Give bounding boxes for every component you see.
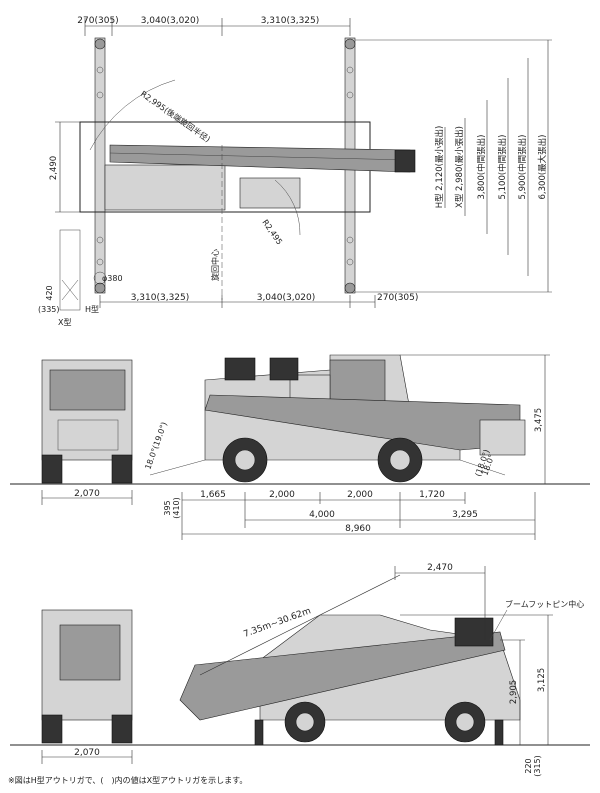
dim-d4: 1,720 xyxy=(419,490,445,500)
ground-clearance2: (410) xyxy=(172,497,181,519)
dim-d2: 2,000 xyxy=(269,490,295,500)
bottom-dim2: (315) xyxy=(533,755,542,777)
span-mid-1: 3,800(中間張出) xyxy=(476,135,487,200)
front-width-travel: 2,070 xyxy=(74,489,100,499)
outrigger-front xyxy=(94,37,106,294)
height-travel: 3,475 xyxy=(534,408,544,432)
center-label: 旋回中心 xyxy=(210,249,220,281)
radius-small-arc xyxy=(274,179,301,236)
radius-small-label: R2,495 xyxy=(260,218,284,246)
pad-diameter: φ380 xyxy=(102,274,123,283)
pin-height: 2,905 xyxy=(509,680,519,704)
front-view-travel xyxy=(41,359,133,484)
total-height-work: 3,125 xyxy=(537,668,547,692)
dim-width-total: 2,490 xyxy=(49,156,59,180)
h-type-label: H型 xyxy=(85,305,99,314)
dim-top-mid: 3,040(3,020) xyxy=(141,16,200,26)
x-type-inset: 420 (335) φ380 X型 H型 xyxy=(38,229,123,327)
span-x-min: X型 2,980(最小張出) xyxy=(454,126,465,208)
span-mid-3: 5,900(中間張出) xyxy=(517,135,528,200)
radius-rear-label: R2,995(後端旋回半径) xyxy=(139,88,212,144)
dim-d3: 2,000 xyxy=(347,490,373,500)
engine-deck xyxy=(104,164,226,211)
top-view: 270(305) 3,040(3,020) 3,310(3,325) 2,490 xyxy=(38,16,552,327)
dim-d1: 1,665 xyxy=(200,490,226,500)
wheelbase: 4,000 xyxy=(309,510,335,520)
span-h-min: H型 2,120(最小張出) xyxy=(434,126,445,209)
footnote: ※図はH型アウトリガで、( )内の値はX型アウトリガを示します。 xyxy=(8,776,248,785)
boom-offset: 2,470 xyxy=(427,563,453,573)
span-mid-2: 5,100(中間張出) xyxy=(497,135,508,200)
outrigger-span-dims: H型 2,120(最小張出) X型 2,980(最小張出) 3,800(中間張出… xyxy=(355,39,552,293)
side-vehicle-work xyxy=(179,614,521,746)
x-inset-dim2: (335) xyxy=(38,305,60,314)
dim-top-right: 3,310(3,325) xyxy=(261,16,320,26)
dim-bottom-mid: 3,040(3,020) xyxy=(257,293,316,303)
ground-clearance: 395 xyxy=(163,500,172,515)
angle-front: 18.0°(19.0°) xyxy=(143,421,169,471)
x-inset-dim: 420 xyxy=(45,285,54,300)
radius-rear-arc xyxy=(89,79,176,151)
rear-overhang: 3,295 xyxy=(452,510,478,520)
dim-top-left: 270(305) xyxy=(77,16,118,26)
work-view: 2,070 7.35m~30.62m 2,470 ブームフットピン中心 xyxy=(10,563,590,777)
cab-top xyxy=(239,177,301,209)
front-width-work: 2,070 xyxy=(74,748,100,758)
dim-bottom-right: 270(305) xyxy=(377,293,418,303)
bottom-dim: 220 xyxy=(524,758,533,773)
front-view-work xyxy=(41,609,133,744)
span-max: 6,300(最大張出) xyxy=(537,135,548,200)
x-type-label: X型 xyxy=(58,318,71,327)
total-length: 8,960 xyxy=(345,524,371,534)
side-view: 2,070 3,475 18.0°(19.0°) 18.0° (18.0°) xyxy=(10,354,590,540)
side-vehicle-travel xyxy=(204,354,526,483)
boom-pin-label: ブームフットピン中心 xyxy=(505,599,584,609)
dim-bottom-left: 3,310(3,325) xyxy=(131,293,190,303)
